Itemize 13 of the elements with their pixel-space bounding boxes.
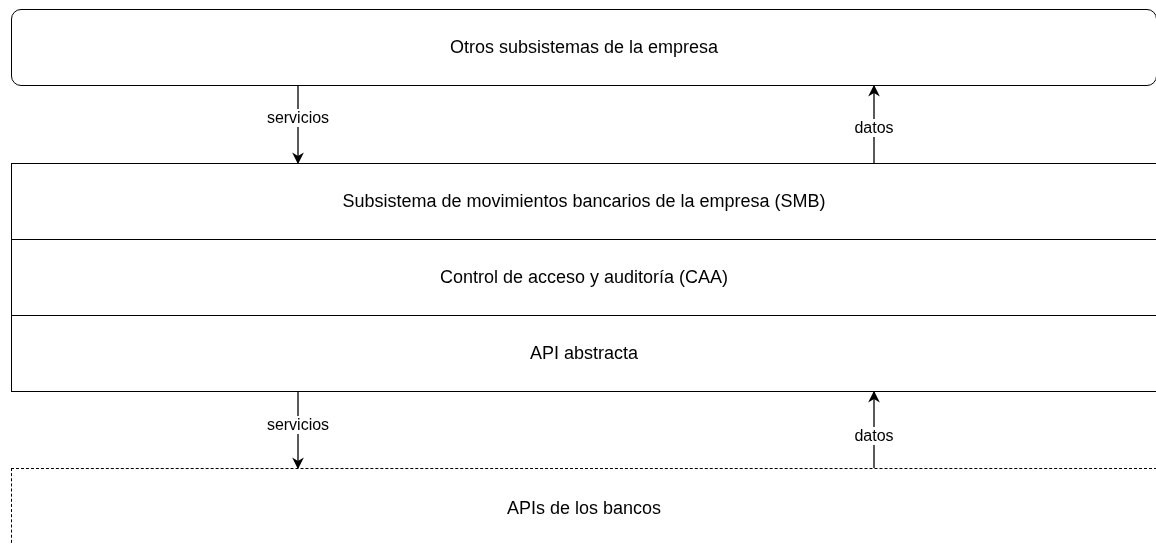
- dashed-box: [11, 468, 1156, 544]
- box-label: Control de acceso y auditoría (CAA): [439, 267, 729, 288]
- box-label: API abstracta: [529, 343, 639, 364]
- edge-label: servicios: [264, 416, 332, 434]
- edge-label: servicios: [264, 109, 332, 127]
- box-label: Subsistema de movimientos bancarios de la empresa (SMB): [342, 191, 826, 212]
- edge-label: datos: [852, 427, 896, 445]
- edge-label: datos: [852, 119, 896, 137]
- box-label: Otros subsistemas de la empresa: [449, 37, 719, 58]
- process-box: [11, 315, 1156, 392]
- process-box: [11, 9, 1156, 86]
- box-label: APIs de los bancos: [506, 497, 662, 519]
- process-box: [11, 163, 1156, 240]
